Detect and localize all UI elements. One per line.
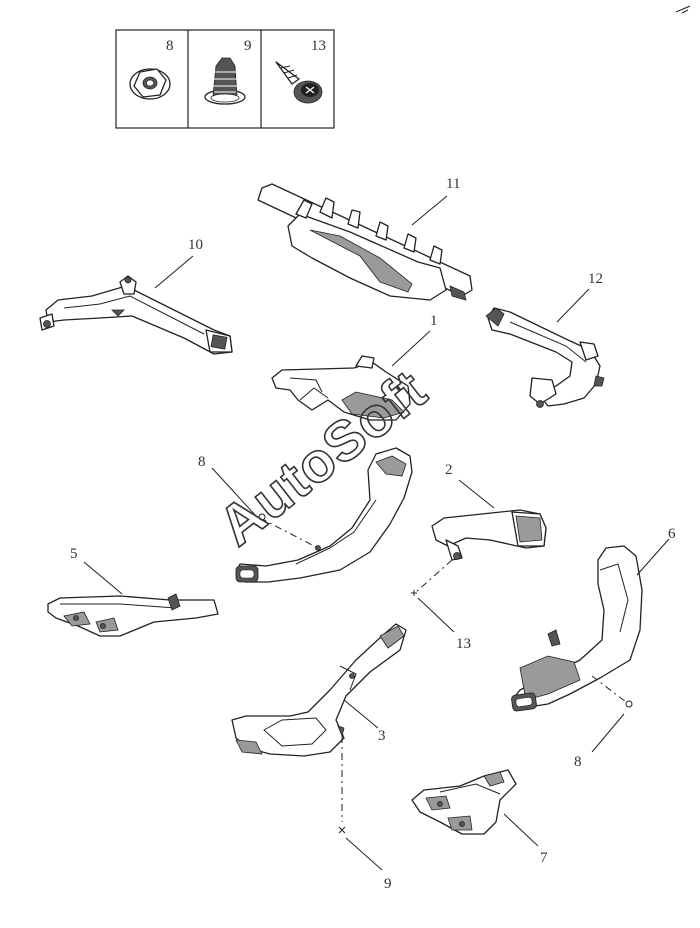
part-10-left-duct (39, 275, 233, 355)
leader-6 (636, 538, 670, 576)
legend-number-9: 9 (244, 38, 252, 54)
leader-5 (83, 561, 123, 595)
leader-11 (411, 195, 448, 226)
callout-8b: 8 (574, 754, 582, 770)
leader-10 (154, 255, 194, 289)
leader-13 (417, 597, 455, 633)
callout-6: 6 (668, 526, 676, 542)
leader-8a (211, 467, 257, 517)
callout-3: 3 (378, 728, 386, 744)
part-3-duct (231, 623, 407, 757)
leader-2 (458, 479, 495, 509)
part-5-duct (47, 593, 219, 637)
callout-11: 11 (446, 176, 460, 192)
leader-9 (345, 837, 383, 871)
callout-2: 2 (445, 462, 453, 478)
part-11-center-duct (257, 183, 473, 301)
callout-12: 12 (588, 271, 603, 287)
screw-icon (275, 61, 323, 104)
leader-8b (591, 713, 625, 753)
leader-7 (503, 813, 539, 847)
callout-7: 7 (540, 850, 548, 866)
clip-9-mark (338, 826, 346, 834)
push-clip-icon (204, 57, 246, 105)
part-8-rear-floor-duct (235, 447, 413, 583)
nut-8a (258, 513, 266, 521)
part-7-duct (411, 769, 517, 835)
leader-3 (343, 699, 379, 729)
callout-8a: 8 (198, 454, 206, 470)
dash-8a (259, 517, 319, 549)
callout-10: 10 (188, 237, 203, 253)
callout-9: 9 (384, 876, 392, 892)
callout-13: 13 (456, 636, 471, 652)
part-6-duct (511, 545, 643, 712)
flange-nut-icon (129, 68, 171, 100)
leader-1 (391, 330, 431, 367)
legend-number-8: 8 (166, 38, 174, 54)
callout-1: 1 (430, 313, 438, 329)
dash-8b (591, 675, 627, 703)
screw-13-mark (411, 590, 417, 596)
part-12-right-duct (485, 307, 605, 408)
callout-5: 5 (70, 546, 78, 562)
fastener-legend: 8 9 13 (115, 29, 335, 129)
nut-8b (625, 700, 633, 708)
dash-13 (415, 559, 453, 593)
leader-12 (556, 288, 590, 323)
part-2-duct (431, 509, 547, 561)
part-1-distribution-duct (271, 355, 411, 421)
corner-mark (675, 5, 691, 14)
legend-number-13: 13 (311, 38, 326, 54)
